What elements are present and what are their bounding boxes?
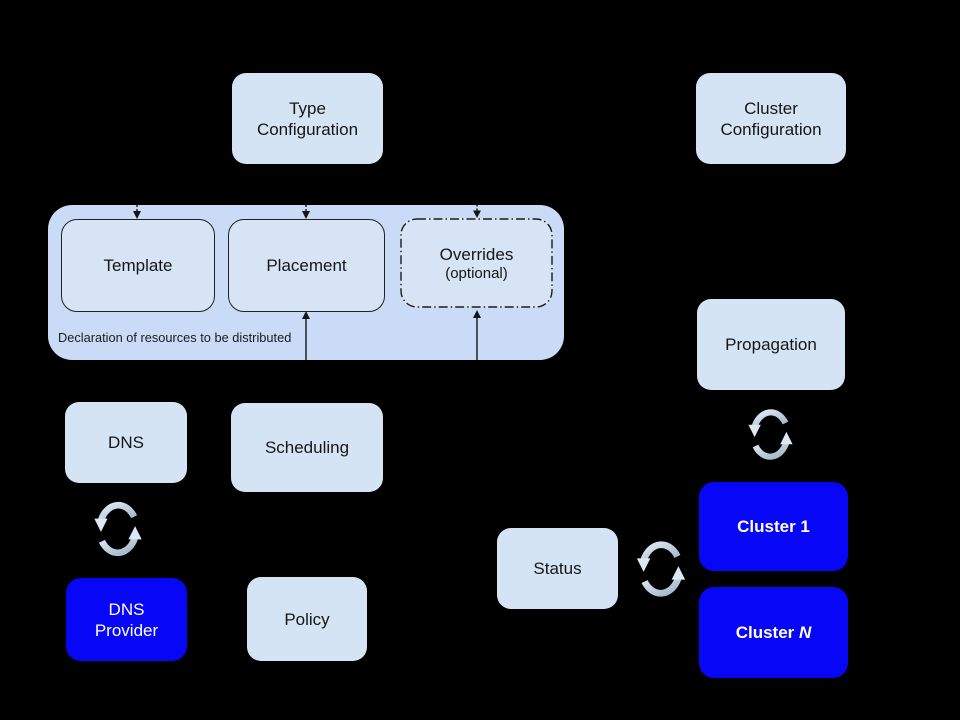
- node-type-configuration: Type Configuration: [232, 73, 383, 164]
- node-label: Configuration: [720, 119, 822, 139]
- node-template: Template: [61, 219, 215, 312]
- node-overrides: Overrides (optional): [400, 218, 553, 308]
- node-label: Overrides: [439, 245, 514, 264]
- node-policy: Policy: [247, 577, 367, 661]
- node-label: Placement: [266, 256, 347, 275]
- node-sublabel: (optional): [445, 265, 508, 282]
- node-label: DNS: [108, 433, 144, 452]
- node-label: Scheduling: [264, 438, 350, 457]
- node-cluster-configuration: Cluster Configuration: [696, 73, 846, 164]
- cluster-n-italic: N: [799, 623, 812, 642]
- node-label: Cluster 1: [737, 517, 810, 536]
- sync-icon: [88, 493, 148, 565]
- node-label: Propagation: [725, 335, 817, 354]
- node-propagation: Propagation: [697, 299, 845, 390]
- node-label: Provider: [94, 620, 159, 640]
- node-label: Type: [289, 98, 326, 118]
- node-placement: Placement: [228, 219, 385, 312]
- node-cluster-n: Cluster N: [699, 587, 848, 678]
- node-cluster-1: Cluster 1: [699, 482, 848, 571]
- node-label: Configuration: [256, 119, 359, 139]
- node-label: Cluster N: [735, 623, 812, 642]
- node-label: Status: [533, 559, 582, 578]
- declaration-caption: Declaration of resources to be distribut…: [58, 330, 292, 345]
- node-label: DNS: [108, 599, 145, 619]
- sync-icon: [744, 399, 797, 470]
- node-label: Template: [103, 256, 173, 275]
- sync-icon: [632, 529, 690, 609]
- node-label: Policy: [284, 609, 330, 629]
- node-scheduling: Scheduling: [231, 403, 383, 492]
- node-dns-provider: DNS Provider: [66, 578, 187, 661]
- node-status: Status: [497, 528, 618, 609]
- node-dns: DNS: [65, 402, 187, 483]
- node-label: Cluster: [744, 98, 798, 118]
